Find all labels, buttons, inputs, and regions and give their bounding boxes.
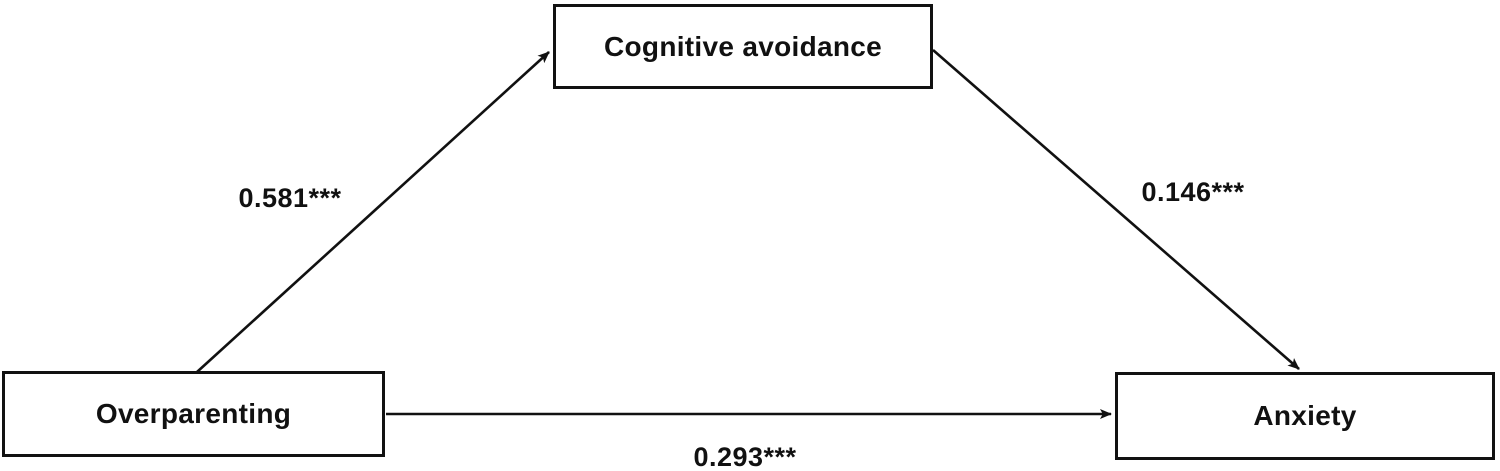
node-anxiety: Anxiety [1115,372,1495,460]
node-cognitive-avoidance: Cognitive avoidance [553,4,933,89]
arrow-overparenting-to-cognitive-avoidance-icon [196,51,550,373]
path-b-coefficient-label: 0.146*** [1141,177,1245,207]
node-overparenting: Overparenting [2,371,385,457]
node-anxiety-label: Anxiety [1253,400,1357,431]
node-overparenting-label: Overparenting [95,398,292,429]
path-a-coefficient-label: 0.581*** [238,183,342,213]
path-c-coefficient-label: 0.293*** [693,442,797,471]
node-cognitive-avoidance-label: Cognitive avoidance [604,30,882,62]
arrow-cognitive-avoidance-to-anxiety-icon [932,49,1300,370]
